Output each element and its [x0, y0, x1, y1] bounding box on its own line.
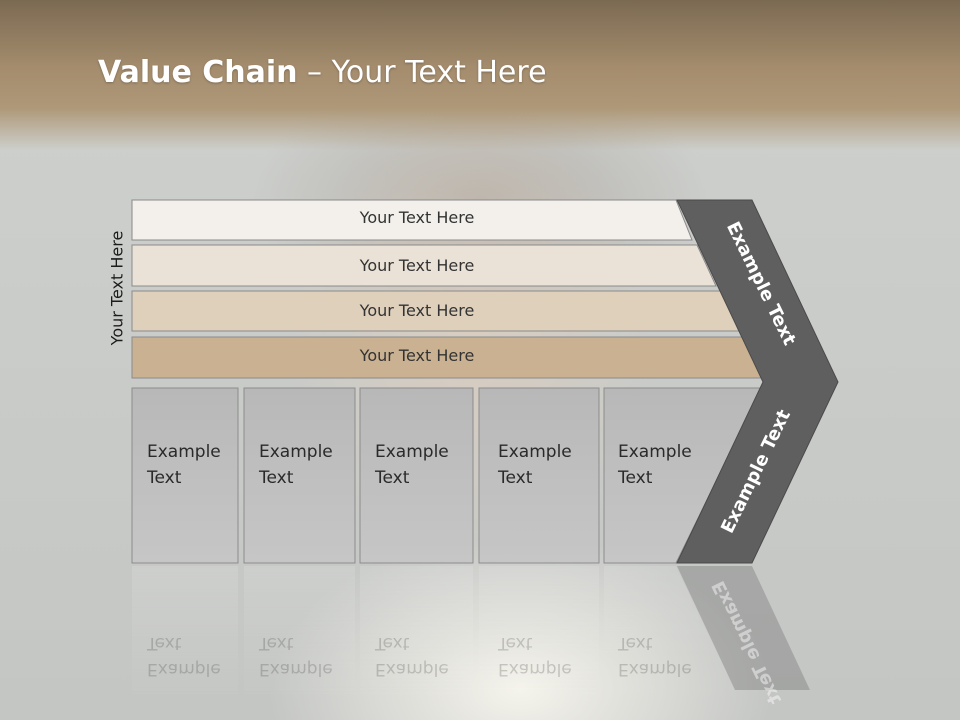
box-label-4-line1: Example — [498, 442, 572, 462]
margin-chevron — [676, 199, 839, 564]
chevron-reflection — [677, 566, 810, 690]
activity-box-3 — [359, 387, 474, 564]
box-reflection-4: Example Text — [498, 630, 572, 682]
box-label-1-line2: Text — [147, 468, 182, 488]
box-reflection-5: Example Text — [618, 630, 692, 682]
row-label-4: Your Text Here — [359, 346, 475, 365]
box-label-1-line1: Example — [147, 442, 221, 462]
box-reflection-2-line1: Example — [259, 659, 333, 679]
box-label-2-line1: Example — [259, 442, 333, 462]
row-bar-1 — [131, 199, 693, 241]
title-bold: Value Chain — [98, 55, 298, 90]
box-label-3-line1: Example — [375, 442, 449, 462]
page-title: Value Chain – Your Text Here — [98, 55, 547, 90]
box-reflection-3: Example Text — [375, 630, 449, 682]
box-label-5-line1: Example — [618, 442, 692, 462]
reflection — [132, 566, 720, 706]
row-label-3: Your Text Here — [359, 301, 475, 320]
box-label-2-line2: Text — [259, 468, 294, 488]
activity-box-4 — [478, 387, 600, 564]
row-bar-2 — [131, 244, 717, 287]
box-label-5-line2: Text — [618, 468, 653, 488]
box-label-4-line2: Text — [498, 468, 533, 488]
row-label-1: Your Text Here — [359, 208, 475, 227]
title-band — [0, 0, 960, 150]
activity-box-1 — [131, 387, 239, 564]
box-reflection-5-line1: Example — [618, 659, 692, 679]
activity-box-2 — [243, 387, 356, 564]
box-reflection-5-line2: Text — [618, 633, 653, 653]
box-reflection-2-line2: Text — [259, 633, 294, 653]
box-label-3-line2: Text — [375, 468, 410, 488]
title-rest: – Your Text Here — [297, 55, 547, 90]
box-reflection-2: Example Text — [259, 630, 333, 682]
box-reflection-1: Example Text — [147, 630, 221, 682]
row-label-2: Your Text Here — [359, 256, 475, 275]
box-reflection-1-line1: Example — [147, 659, 221, 679]
activity-box-5 — [603, 387, 763, 564]
box-reflection-4-line1: Example — [498, 659, 572, 679]
box-reflection-3-line2: Text — [375, 633, 410, 653]
box-reflection-3-line1: Example — [375, 659, 449, 679]
box-reflection-1-line2: Text — [147, 633, 182, 653]
box-reflection-4-line2: Text — [498, 633, 533, 653]
